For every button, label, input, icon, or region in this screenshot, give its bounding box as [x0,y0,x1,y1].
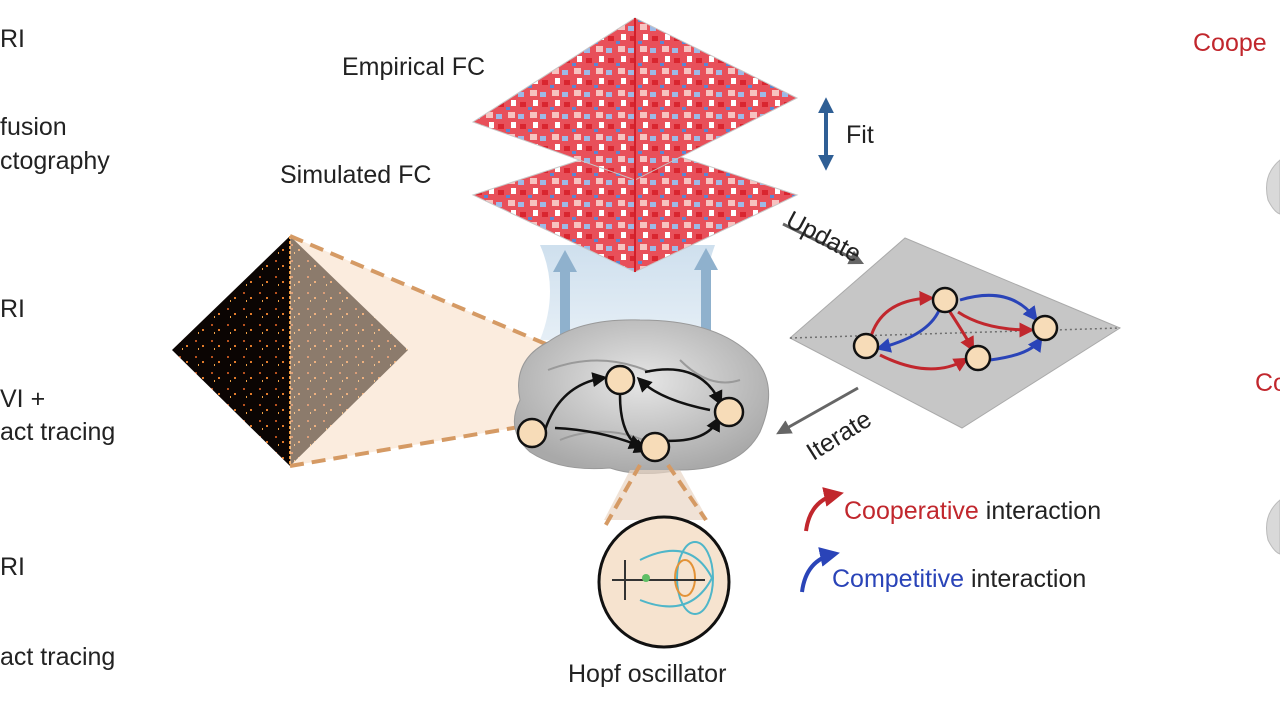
simulated-fc-label: Simulated FC [280,161,432,189]
hopf-oscillator-label: Hopf oscillator [568,660,727,688]
update-arrow [782,222,865,265]
oscillator-zoom [604,470,708,520]
plane-node [964,344,992,372]
left-label-row2-line1: fusion [0,113,67,141]
beam-arrow-left-head [553,250,577,272]
left-label-row2-line2: ctography [0,147,110,175]
left-label-row6: act tracing [0,643,116,671]
left-label-row4-line2: act tracing [0,418,116,446]
legend-competitive-arrow [800,547,840,593]
left-label-row5: RI [0,553,25,581]
beam-arrow-right-head [694,248,718,270]
plane-node [852,332,880,360]
right-edge-label-top: Coope [1193,29,1267,57]
right-brain-fragment [1266,159,1280,215]
legend-cooperative-arrow [804,487,844,532]
legend-cooperative: Cooperative interaction [844,494,1101,528]
left-label-row1: RI [0,25,25,53]
right-brain-fragment [1266,499,1280,555]
hopf-phase-portrait [612,541,714,615]
fit-label: Fit [846,121,874,149]
legend-cooperative-word: Cooperative [844,497,979,525]
empirical-fc-label: Empirical FC [342,53,486,81]
legend-competitive-rest: interaction [964,565,1087,593]
legend-competitive: Competitive interaction [832,562,1086,596]
iterate-arrow [776,386,859,435]
legend-competitive-word: Competitive [832,565,964,593]
brain-node [604,364,636,396]
plane-node [931,286,959,314]
left-label-row3: RI [0,295,25,323]
left-label-row4-line1: VI + [0,385,46,413]
zoom-shade [290,236,560,466]
legend-cooperative-rest: interaction [978,497,1102,525]
brain-node [516,417,548,449]
brain-node [713,396,745,428]
brain-nodes [516,364,745,463]
right-edge-label-middle: Co [1255,369,1280,397]
projection-beam [540,245,715,340]
plane-node [1031,314,1059,342]
brain-node [639,431,671,463]
plane-nodes [852,286,1059,372]
